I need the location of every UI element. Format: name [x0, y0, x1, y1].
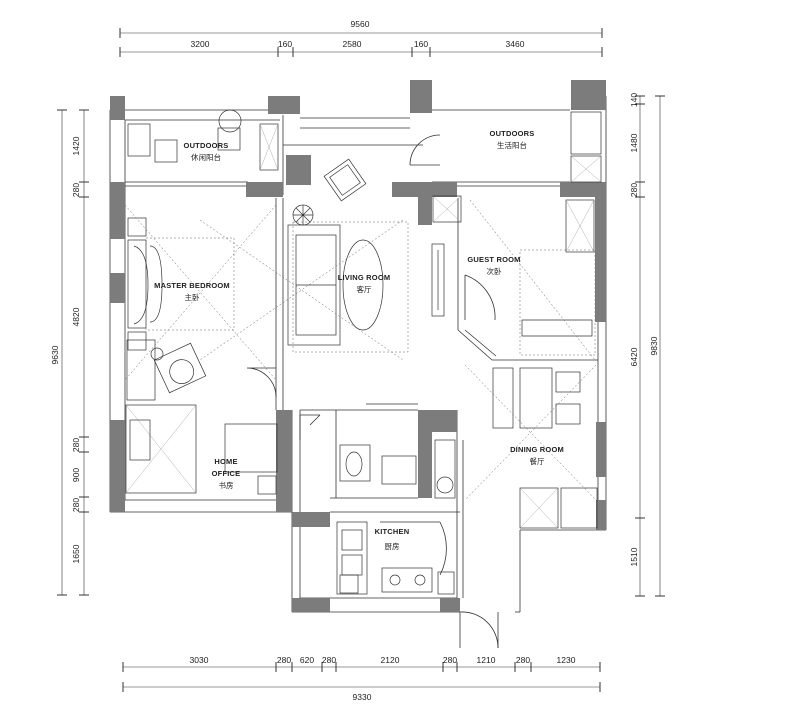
left-seg-7: 1650: [71, 544, 81, 563]
dining-bench: [492, 367, 514, 429]
guest-room-zh: 次卧: [487, 266, 502, 276]
sofa: [287, 224, 341, 346]
round-side-table: [218, 109, 242, 133]
bottom-total-label: 9330: [353, 692, 372, 702]
living-room-label: LIVING ROOM: [338, 273, 391, 282]
coffee-table: [342, 239, 384, 331]
bottom-seg-6: 280: [443, 655, 457, 665]
furniture: [124, 109, 602, 595]
master-bedroom-zh: 主卧: [185, 292, 200, 302]
left-dimension: 9630 1420 280 4820 280 900 280 1650: [50, 109, 89, 596]
master-bedroom-label: MASTER BEDROOM: [154, 281, 230, 290]
bottom-seg-2: 280: [277, 655, 291, 665]
guest-bed: [519, 249, 596, 356]
home-office-label: HOME: [214, 457, 237, 466]
top-seg-4: 160: [414, 39, 428, 49]
left-seg-5: 900: [71, 468, 81, 482]
bookshelf: [125, 404, 197, 494]
dining-room-zh: 餐厅: [530, 457, 545, 466]
master-bed: [145, 237, 235, 331]
washbasin: [381, 455, 417, 485]
toilet: [339, 444, 371, 482]
left-seg-6: 280: [71, 498, 81, 512]
right-total-label: 9830: [649, 336, 659, 355]
left-seg-3: 4820: [71, 307, 81, 326]
bottom-seg-7: 1210: [477, 655, 496, 665]
wall-outlines: [109, 96, 607, 613]
right-seg-2: 1480: [629, 133, 639, 152]
room-labels: OUTDOORS 休闲阳台 OUTDOORS 生活阳台 MASTER BEDRO…: [154, 129, 564, 551]
outdoors-right-label: OUTDOORS: [490, 129, 535, 138]
bottom-seg-8: 280: [516, 655, 530, 665]
living-room-zh: 客厅: [357, 284, 372, 294]
doors: [246, 134, 499, 649]
guest-room-label: GUEST ROOM: [467, 255, 520, 264]
home-office-zh: 书房: [219, 480, 234, 490]
dining-room-label: DINING ROOM: [510, 445, 564, 454]
bottom-seg-9: 1230: [557, 655, 576, 665]
right-dimension: 140 1480 280 6420 1510 9830: [629, 93, 665, 597]
kitchen-label: KITCHEN: [375, 527, 410, 536]
outdoors-left-zh: 休闲阳台: [191, 152, 221, 162]
top-seg-1: 3200: [191, 39, 210, 49]
top-total-label: 9560: [351, 19, 370, 29]
home-office-label-2: OFFICE: [212, 469, 241, 478]
right-seg-5: 1510: [629, 547, 639, 566]
outdoors-right-zh: 生活阳台: [497, 140, 527, 150]
top-seg-2: 160: [278, 39, 292, 49]
right-seg-3: 280: [629, 183, 639, 197]
kitchen-counter: [336, 521, 368, 595]
desk: [224, 423, 278, 473]
outdoors-left-label: OUTDOORS: [184, 141, 229, 150]
kitchen-zh: 厨房: [385, 541, 400, 551]
structural-walls: [110, 80, 606, 612]
left-total-label: 9630: [50, 345, 60, 364]
dining-table: [519, 367, 553, 429]
right-seg-1: 140: [629, 93, 639, 107]
left-seg-4: 280: [71, 438, 81, 452]
top-seg-5: 3460: [506, 39, 525, 49]
bottom-seg-5: 2120: [381, 655, 400, 665]
lounge-chair: [127, 123, 151, 157]
washer: [432, 195, 462, 223]
guest-wardrobe: [565, 199, 595, 253]
bottom-seg-4: 280: [322, 655, 336, 665]
tv-console: [431, 243, 445, 317]
bottom-seg-1: 3030: [190, 655, 209, 665]
stove: [381, 567, 433, 593]
wardrobe: [126, 339, 156, 401]
left-seg-2: 280: [71, 183, 81, 197]
top-seg-3: 2580: [343, 39, 362, 49]
bottom-seg-3: 620: [300, 655, 314, 665]
bottom-dimension: 3030 280 620 280 2120 280 1210 280 1230 …: [122, 655, 601, 702]
top-dimension: 9560 3200 160 2580 160 3460: [119, 19, 603, 57]
left-seg-1: 1420: [71, 136, 81, 155]
right-seg-4: 6420: [629, 347, 639, 366]
